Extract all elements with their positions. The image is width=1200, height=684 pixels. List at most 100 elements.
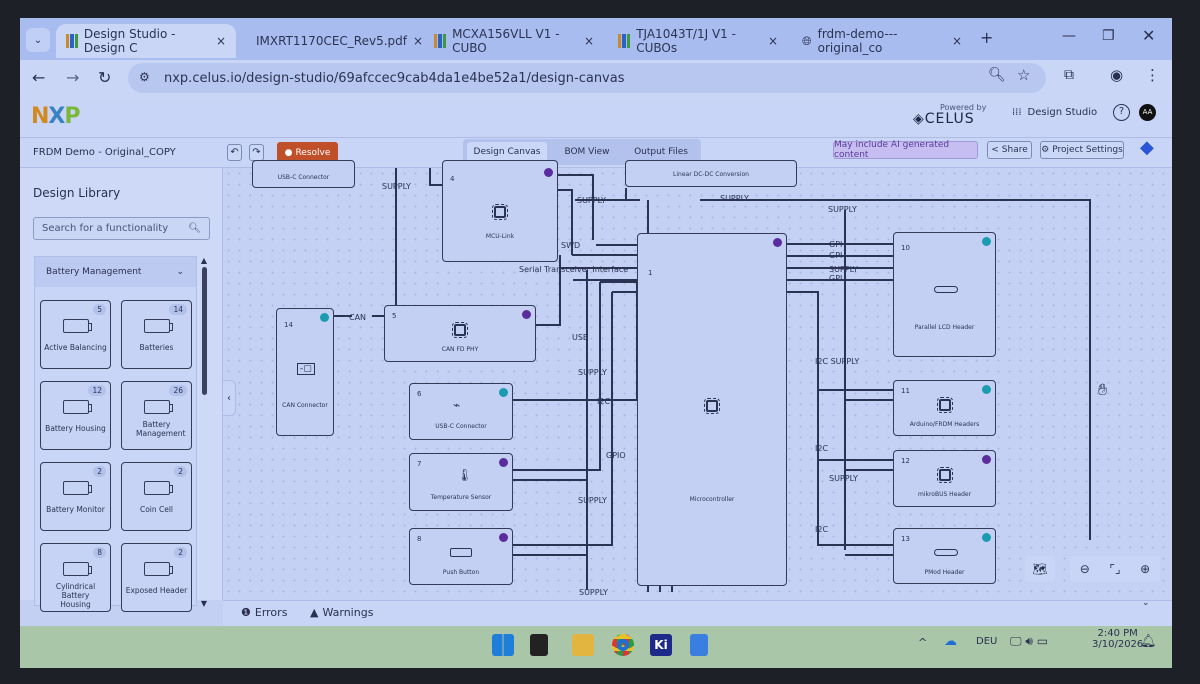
tab-output-files[interactable]: Output Files — [634, 147, 688, 157]
restore-icon[interactable]: ❐ — [1102, 28, 1115, 44]
help-icon[interactable]: ? — [1113, 104, 1130, 121]
kicad-icon[interactable]: Ki — [650, 634, 672, 656]
assistant-diamond-icon[interactable]: ◆ — [1140, 137, 1154, 158]
project-settings-button[interactable]: ⚙︎Project Settings — [1040, 141, 1124, 159]
browser-tab-tja[interactable]: TJA1043T/1J V1 - CUBOs× — [608, 24, 788, 58]
celus-logo: ◈CELUS — [913, 111, 975, 127]
warning-icon: ▲ — [310, 606, 319, 619]
zoom-in-icon[interactable]: ⊕ — [1140, 562, 1151, 576]
reload-icon[interactable]: ↻ — [98, 68, 112, 87]
site-info-icon[interactable]: ⚙︎ — [139, 70, 150, 84]
favicon-icon — [66, 34, 78, 48]
battery-icon — [143, 481, 173, 495]
wire-label-gpio: GPI — [829, 274, 843, 283]
start-windows-icon[interactable] — [492, 634, 514, 656]
tab-bom-view[interactable]: BOM View — [564, 147, 610, 157]
language-indicator[interactable]: DEU — [976, 636, 998, 647]
task-view-icon[interactable] — [530, 634, 548, 656]
wire-label-supply: SUPPLY — [579, 588, 608, 597]
close-tab-icon[interactable]: × — [951, 34, 962, 48]
resolve-button[interactable]: ●Resolve — [277, 142, 338, 164]
avatar[interactable]: AA — [1139, 104, 1156, 121]
node-usb-c-connector[interactable]: 6⌁USB-C Connector — [409, 383, 513, 440]
wire-label-supply: SUPPLY — [828, 205, 857, 214]
menu-icon[interactable]: ⋮ — [1145, 66, 1160, 84]
button-array-icon — [450, 548, 472, 557]
design-studio-menu[interactable]: ⁞⁞⁞Design Studio — [1012, 107, 1098, 118]
chip-icon — [936, 397, 953, 413]
tab-search-chevron-icon[interactable]: ⌄ — [26, 28, 50, 52]
close-tab-icon[interactable]: × — [215, 34, 226, 48]
chrome-icon[interactable] — [612, 634, 634, 656]
profile-icon[interactable]: ◉ — [1110, 66, 1124, 84]
fit-view-icon[interactable]: ⌜⌟ — [1109, 562, 1121, 576]
browser-tab-mcxa[interactable]: MCXA156VLL V1 - CUBO× — [424, 24, 604, 58]
network-volume-battery-icons[interactable]: 🖵︎ 🔊︎ ▭ — [1010, 634, 1049, 648]
wire-label-supply: SUPPLY — [720, 194, 749, 203]
battery-icon — [62, 562, 92, 576]
functionality-search-input[interactable]: Search for a functionality🔍︎ — [33, 217, 210, 240]
node-linear-dc-dc-conversion[interactable]: Linear DC-DC Conversion — [625, 160, 797, 187]
sidebar-scrollbar[interactable]: ▲▼ — [200, 256, 208, 608]
browser-tab-design-studio[interactable]: Design Studio - Design C× — [56, 24, 236, 58]
node-usb-c-connector-top[interactable]: USB-C Connector — [252, 160, 355, 188]
file-explorer-icon[interactable] — [572, 634, 594, 656]
chip-icon — [492, 204, 508, 220]
collapse-sidebar-chevron-icon[interactable]: ‹ — [222, 380, 236, 416]
close-tab-icon[interactable]: × — [412, 34, 424, 48]
tray-chevron-icon[interactable]: ^ — [918, 636, 928, 649]
category-battery-management[interactable]: Battery Management⌄ — [35, 257, 196, 287]
wire-label-gpio: GPI — [829, 251, 843, 260]
ai-generated-badge: May include AI generated content — [833, 140, 978, 160]
close-tab-icon[interactable]: × — [767, 34, 778, 48]
node-temperature-sensor[interactable]: 7🌡︎Temperature Sensor — [409, 453, 513, 511]
minimize-icon[interactable]: — — [1062, 28, 1076, 44]
forward-icon[interactable]: → — [66, 68, 80, 87]
notepad-icon[interactable] — [690, 634, 708, 656]
zoom-out-icon[interactable]: ⊖ — [1079, 562, 1090, 576]
os-taskbar — [20, 626, 1172, 668]
wire-label-supply: SUPPLY — [578, 496, 607, 505]
notification-bell-icon[interactable]: 🔔︎ — [1140, 634, 1157, 649]
extensions-icon[interactable]: ⧉ — [1064, 67, 1074, 83]
back-icon[interactable]: ← — [32, 68, 46, 87]
close-tab-icon[interactable]: × — [583, 34, 594, 48]
zoom-icon[interactable]: 🔍︎ — [988, 67, 1006, 83]
minimap-button[interactable]: 🗺︎ — [1025, 556, 1055, 582]
bookmark-star-icon[interactable]: ☆ — [1017, 66, 1031, 84]
url-field[interactable]: nxp.celus.io/design-studio/69afccec9cab4… — [128, 63, 1046, 93]
tab-design-canvas[interactable]: Design Canvas — [467, 142, 547, 162]
warnings-tab[interactable]: ▲Warnings — [310, 606, 374, 619]
browser-tab-pdf[interactable]: IMXRT1170CEC_Rev5.pdf× — [238, 24, 423, 58]
new-tab-button[interactable]: + — [980, 28, 994, 47]
browser-tab-frdm[interactable]: 🌐︎frdm-demo---original_co× — [802, 27, 962, 55]
battery-icon — [62, 319, 92, 333]
battery-icon — [62, 481, 92, 495]
node-can-connector[interactable]: 14-▢CAN Connector — [276, 308, 334, 436]
undo-button[interactable]: ↶ — [227, 144, 242, 161]
app-header — [20, 98, 1172, 138]
wire-label-usb: USB — [572, 333, 589, 342]
window-close-icon[interactable]: ✕ — [1142, 26, 1156, 45]
onedrive-cloud-icon[interactable]: ☁︎ — [944, 634, 957, 649]
expand-panel-chevron-icon[interactable]: ⌄ — [1142, 598, 1150, 608]
share-button[interactable]: <Share — [987, 141, 1032, 159]
